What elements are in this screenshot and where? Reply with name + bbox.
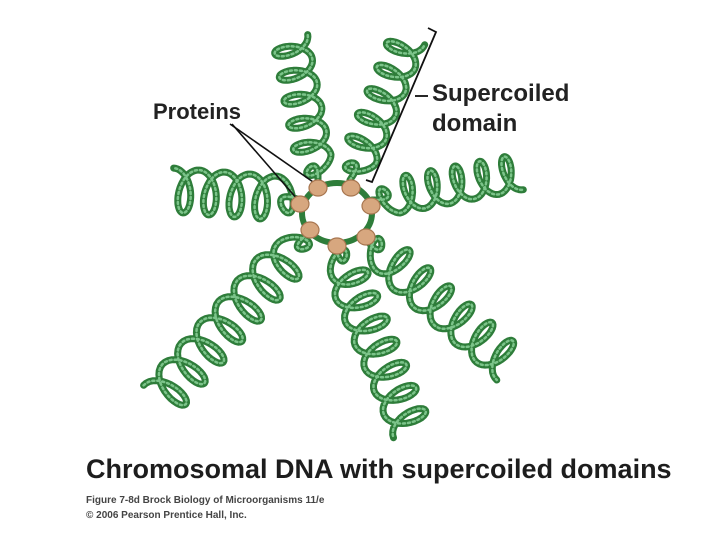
dna-strand-detail <box>329 243 428 439</box>
protein-icon <box>341 179 361 197</box>
dna-strand-detail <box>363 236 515 382</box>
protein-icon <box>361 197 381 215</box>
dna-strand-detail <box>273 33 333 184</box>
dna-loop-icon <box>140 228 314 409</box>
protein-icon <box>308 179 328 197</box>
supercoiled-domain-label: Supercoiled <box>432 80 570 107</box>
proteins-leader-line <box>231 123 299 201</box>
dna-loop-icon <box>170 164 304 223</box>
dna-loop-icon <box>361 234 518 384</box>
protein-beads <box>290 179 381 255</box>
supercoiled-domain-bracket <box>365 27 438 184</box>
label-leaders <box>229 27 438 201</box>
dna-strand-detail <box>344 40 426 182</box>
figure-caption: Chromosomal DNA with supercoiled domains <box>86 454 672 484</box>
dna-loops <box>140 31 527 442</box>
protein-icon <box>300 221 320 239</box>
dna-strand-detail <box>172 166 302 221</box>
supercoiled-domain-label-line2: domain <box>432 110 518 137</box>
protein-icon <box>290 195 310 213</box>
dna-strand-detail <box>142 230 312 407</box>
protein-icon <box>327 237 347 255</box>
dna-loop-icon <box>341 37 429 184</box>
dna-strand-detail <box>370 155 525 215</box>
proteins-leader-line <box>229 123 317 185</box>
copyright-notice: © 2006 Pearson Prentice Hall, Inc. <box>86 510 247 521</box>
figure-credit: Figure 7-8d Brock Biology of Microorgani… <box>86 495 325 506</box>
proteins-label: Proteins <box>153 99 242 124</box>
protein-icon <box>356 228 376 246</box>
